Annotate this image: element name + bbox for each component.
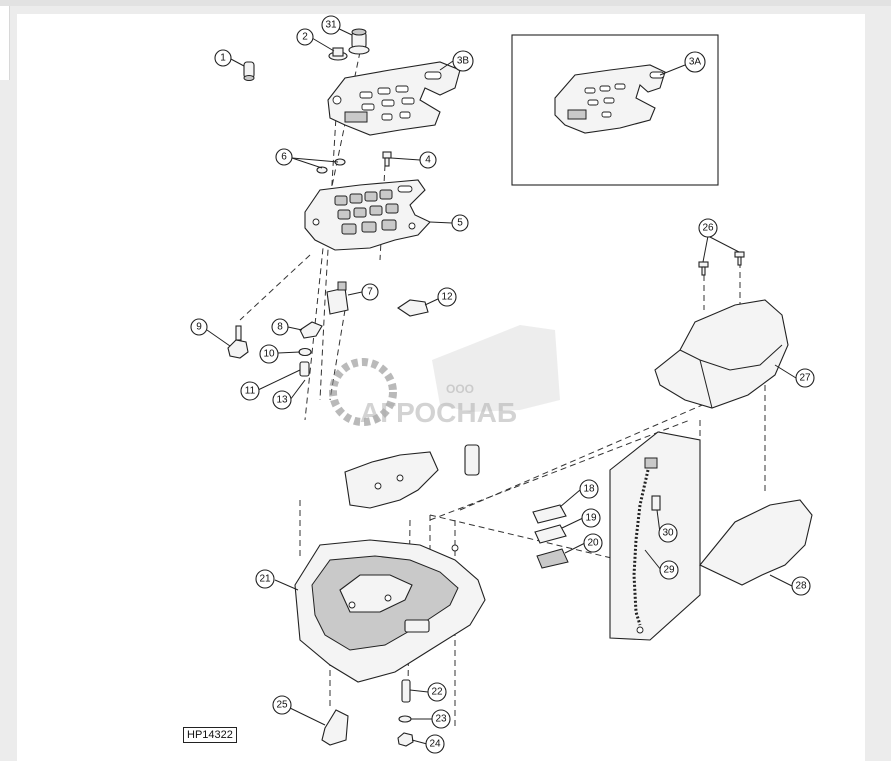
- callout-11: 11: [240, 381, 260, 401]
- callout-28: 28: [791, 576, 811, 596]
- callout-23: 23: [431, 709, 451, 729]
- svg-text:29: 29: [663, 565, 675, 576]
- svg-text:13: 13: [276, 395, 288, 406]
- callout-24: 24: [425, 734, 445, 754]
- inset-box-3A: [511, 34, 719, 186]
- svg-text:28: 28: [795, 581, 807, 592]
- callout-3A: 3A: [684, 51, 706, 73]
- callout-19: 19: [581, 508, 601, 528]
- callout-26: 26: [698, 218, 718, 238]
- part-housing-21: [294, 539, 486, 683]
- part-panel-29-30: [609, 431, 701, 641]
- exploded-view-drawing: ООО АГРОСНАБ: [190, 15, 815, 754]
- callout-9: 9: [190, 318, 208, 336]
- svg-text:20: 20: [587, 538, 599, 549]
- parts-diagram-sheet: ООО АГРОСНАБ: [17, 14, 865, 761]
- watermark-prefix: ООО: [446, 382, 474, 396]
- part-bracket-25: [321, 709, 349, 746]
- callout-6: 6: [275, 148, 293, 166]
- callout-30: 30: [658, 523, 678, 543]
- callout-20: 20: [583, 533, 603, 553]
- callout-18: 18: [579, 479, 599, 499]
- callout-1: 1: [214, 49, 232, 67]
- svg-text:24: 24: [429, 739, 441, 750]
- part-knob-2: [328, 47, 348, 61]
- part-nut-24: [397, 732, 414, 747]
- part-switch-7: [326, 281, 349, 315]
- callout-7: 7: [361, 283, 379, 301]
- part-washer-23: [398, 715, 412, 723]
- svg-text:10: 10: [263, 349, 275, 360]
- part-insert-20: [536, 548, 569, 569]
- svg-text:22: 22: [431, 687, 443, 698]
- part-nut-9: [227, 325, 249, 359]
- svg-text:12: 12: [441, 292, 453, 303]
- part-screws-26: [698, 251, 745, 276]
- callouts: 1 2 31 3B 3A 6 4 5 7 12 9 8 10 11 13 26 …: [190, 15, 815, 754]
- part-clip-8: [299, 321, 323, 339]
- svg-text:26: 26: [702, 223, 714, 234]
- svg-text:1: 1: [220, 53, 226, 64]
- svg-text:5: 5: [457, 218, 463, 229]
- figure-id-label: HP14322: [183, 727, 237, 743]
- watermark-company-name: АГРОСНАБ: [360, 397, 517, 428]
- part-shaft: [464, 444, 480, 476]
- watermark: ООО АГРОСНАБ: [329, 325, 560, 428]
- svg-text:3A: 3A: [689, 57, 702, 68]
- part-insert-19: [534, 524, 567, 544]
- svg-text:9: 9: [196, 322, 202, 333]
- callout-22: 22: [427, 682, 447, 702]
- callout-3B: 3B: [452, 50, 474, 72]
- part-stud-22: [401, 679, 411, 703]
- callout-10: 10: [259, 344, 279, 364]
- svg-text:25: 25: [276, 700, 288, 711]
- callout-5: 5: [451, 214, 469, 232]
- callout-12: 12: [437, 287, 457, 307]
- svg-text:31: 31: [325, 20, 337, 31]
- svg-text:7: 7: [367, 287, 373, 298]
- svg-text:30: 30: [662, 528, 674, 539]
- leader-lines: [206, 24, 797, 745]
- part-plate-3B: [327, 61, 461, 136]
- left-panel-edge: [0, 6, 10, 80]
- svg-text:23: 23: [435, 714, 447, 725]
- top-strip: [0, 0, 891, 6]
- svg-text:4: 4: [425, 155, 431, 166]
- part-knob-1: [243, 61, 255, 81]
- part-knob-31: [348, 28, 370, 55]
- callout-31: 31: [321, 15, 341, 35]
- part-cushion-27: [654, 299, 789, 409]
- callout-25: 25: [272, 695, 292, 715]
- svg-text:3B: 3B: [457, 56, 470, 67]
- part-insert-18: [532, 504, 567, 524]
- svg-text:2: 2: [302, 32, 308, 43]
- svg-text:8: 8: [277, 322, 283, 333]
- svg-text:18: 18: [583, 484, 595, 495]
- callout-13: 13: [272, 390, 292, 410]
- svg-text:27: 27: [799, 373, 811, 384]
- part-connector-12: [397, 299, 429, 317]
- svg-text:11: 11: [245, 386, 256, 397]
- part-washer-10: [298, 347, 312, 357]
- part-cover-28: [699, 499, 813, 586]
- callout-4: 4: [419, 151, 437, 169]
- svg-text:6: 6: [281, 152, 287, 163]
- part-mid-plate: [344, 451, 439, 509]
- callout-21: 21: [255, 569, 275, 589]
- svg-text:21: 21: [259, 574, 271, 585]
- callout-27: 27: [795, 368, 815, 388]
- part-spring-11: [299, 361, 310, 377]
- part-screw-4: [382, 151, 392, 167]
- callout-29: 29: [659, 560, 679, 580]
- part-plate-5: [304, 179, 431, 251]
- callout-8: 8: [271, 318, 289, 336]
- svg-text:19: 19: [585, 513, 597, 524]
- callout-2: 2: [296, 28, 314, 46]
